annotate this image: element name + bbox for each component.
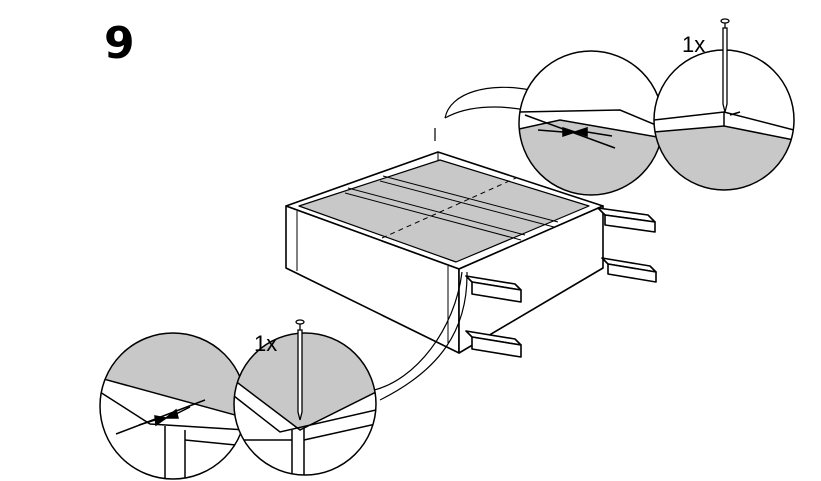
callout-bottom-right [233, 332, 377, 476]
nail-icon [295, 319, 305, 421]
drawer-bottom-panel [298, 159, 590, 263]
callout-top-left [518, 50, 664, 196]
nail-icon [720, 18, 730, 113]
quantity-label: 1x [254, 331, 278, 356]
callout-bottom-left [99, 332, 247, 480]
step-number: 9 [104, 18, 135, 69]
drawer-runners [465, 207, 657, 358]
drawer-box [285, 151, 604, 354]
quantity-label: 1x [682, 32, 706, 57]
